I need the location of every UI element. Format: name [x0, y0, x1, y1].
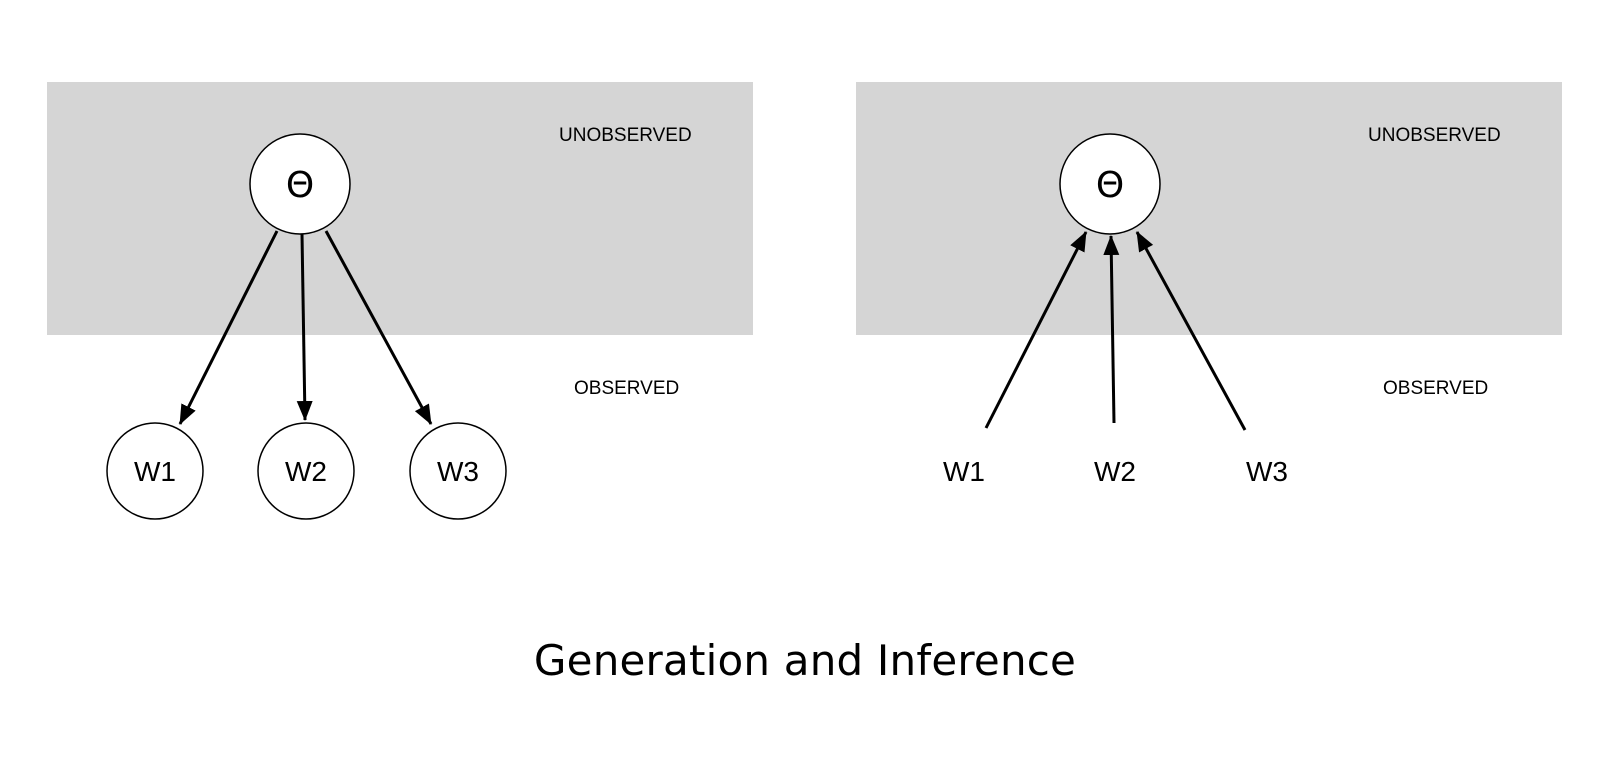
theta-node: Θ [249, 133, 351, 235]
word-label: W2 [285, 456, 327, 487]
observed-label: OBSERVED [574, 378, 679, 399]
word-node-w1: W1 [106, 422, 204, 520]
panel-inference: UNOBSERVED OBSERVED Θ W1 W2 W3 [856, 82, 1562, 487]
edge-theta-to-w3 [324, 230, 433, 425]
word-label-w2: W2 [1094, 456, 1136, 487]
theta-label: Θ [1096, 165, 1124, 206]
unobserved-label: UNOBSERVED [1368, 125, 1501, 146]
word-label-w1: W1 [943, 456, 985, 487]
word-node-w3: W3 [409, 422, 507, 520]
unobserved-region [47, 82, 753, 335]
theta-node: Θ [1059, 133, 1161, 235]
word-node-w2: W2 [257, 422, 355, 520]
edge-theta-to-w2 [296, 233, 313, 421]
edge-w2-to-theta [1103, 235, 1120, 424]
theta-label: Θ [286, 165, 314, 206]
word-label: W1 [134, 456, 176, 487]
unobserved-region [856, 82, 1562, 335]
edge-theta-to-w1 [178, 230, 279, 425]
unobserved-label: UNOBSERVED [559, 125, 692, 146]
word-label-w3: W3 [1246, 456, 1288, 487]
observed-label: OBSERVED [1383, 378, 1488, 399]
edge-w3-to-theta [1135, 231, 1247, 431]
word-label: W3 [437, 456, 479, 487]
figure-caption: Generation and Inference [533, 636, 1077, 685]
edge-w1-to-theta [984, 231, 1088, 429]
panel-generation: UNOBSERVED OBSERVED Θ W1 W2 W3 [47, 82, 753, 520]
